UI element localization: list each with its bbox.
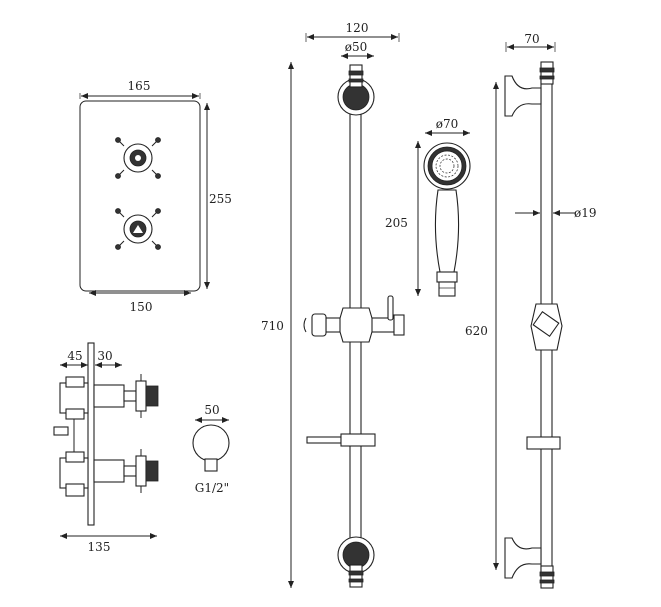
dim-valve-depth-b: 30 bbox=[97, 349, 112, 363]
dim-valve-total-depth: 135 bbox=[88, 540, 111, 554]
dim-side-bracket-depth: 70 bbox=[524, 32, 539, 46]
dim-plate-bottom-width: 150 bbox=[130, 300, 153, 314]
valve-side-view: 45 30 135 bbox=[53, 342, 159, 554]
dim-handset-length: 205 bbox=[385, 216, 408, 230]
cross-handle-bottom bbox=[115, 208, 161, 250]
dim-plate-height: 255 bbox=[209, 192, 232, 206]
slide-rail-front-view: 710 120 ø50 bbox=[261, 21, 405, 588]
dim-rail-tube-diameter: ø19 bbox=[574, 206, 597, 220]
valve-wall-plate bbox=[87, 342, 95, 526]
face-plate bbox=[79, 100, 201, 292]
dim-handset-head-diameter: ø70 bbox=[436, 117, 459, 131]
label-outlet-thread: G1/2" bbox=[195, 481, 229, 495]
dim-plate-width: 165 bbox=[128, 79, 151, 93]
dim-rail-height: 710 bbox=[261, 319, 284, 333]
cross-handle-top bbox=[115, 137, 161, 179]
dim-rail-rose-diameter: ø50 bbox=[345, 40, 368, 54]
dim-valve-depth-a: 45 bbox=[67, 349, 82, 363]
dim-side-rail-length: 620 bbox=[465, 324, 488, 338]
dim-outlet-diameter: 50 bbox=[204, 403, 219, 417]
face-plate-front-view: 165 255 150 bbox=[79, 79, 232, 314]
dim-rail-bracket-width: 120 bbox=[346, 21, 369, 35]
slide-rail-side-view: 70 620 ø19 bbox=[465, 32, 597, 589]
hand-shower: ø70 205 bbox=[385, 117, 471, 297]
wall-outlet: 50 G1/2" bbox=[192, 403, 230, 495]
